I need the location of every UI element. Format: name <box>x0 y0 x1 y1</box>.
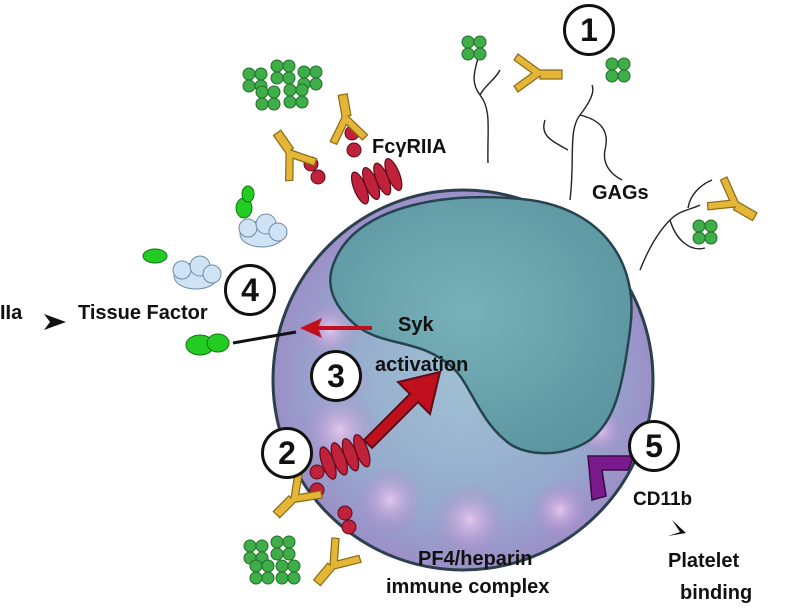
syk-large-arrow <box>362 370 442 450</box>
step-4-badge: 4 <box>224 264 276 316</box>
syk-label: Syk <box>398 314 434 336</box>
immune-complex-label: immune complex <box>386 576 550 598</box>
binding-label: binding <box>680 582 753 604</box>
activation-label: activation <box>375 354 469 376</box>
platelet-arrowhead <box>668 520 686 536</box>
platelet-label: Platelet <box>668 550 740 572</box>
pf4-tetramer <box>605 57 631 83</box>
nucleus <box>329 195 633 455</box>
pf4-tetramer <box>461 35 487 61</box>
gags-label: GAGs <box>592 182 649 204</box>
tissue-factor-membrane <box>185 333 230 356</box>
step-1-badge: 1 <box>563 4 615 56</box>
iia-label: IIa <box>0 302 23 324</box>
pf4-tetramer <box>692 219 718 245</box>
syk-small-arrow <box>300 318 372 338</box>
fcgriia-label: FcγRIIA <box>372 136 447 158</box>
antibody-igg <box>259 122 320 185</box>
antibody-igg <box>513 53 563 93</box>
cd11b-label: CD11b <box>633 489 693 510</box>
antibody-igg <box>303 534 365 597</box>
tissue-factor-molecule <box>235 185 255 219</box>
antibody-igg <box>321 90 369 147</box>
heparin-cloud <box>238 213 288 248</box>
heparin-cloud <box>172 255 222 290</box>
step-5-badge: 5 <box>628 420 680 472</box>
pf4-heparin-label: PF4/heparin <box>418 548 533 570</box>
pf4-heparin-complex-top <box>242 59 323 111</box>
pf4-heparin-complex-bottom <box>243 535 301 585</box>
step-2-badge: 2 <box>261 427 313 479</box>
iia-arrowhead <box>44 314 66 330</box>
tissue-factor-molecule <box>142 248 168 264</box>
gags-strands <box>473 57 713 271</box>
tissue-factor-label: Tissue Factor <box>78 302 208 324</box>
fcgriia-receptor-top <box>347 155 406 207</box>
step-3-badge: 3 <box>310 350 362 402</box>
tissue-factor-anchor <box>232 330 297 345</box>
